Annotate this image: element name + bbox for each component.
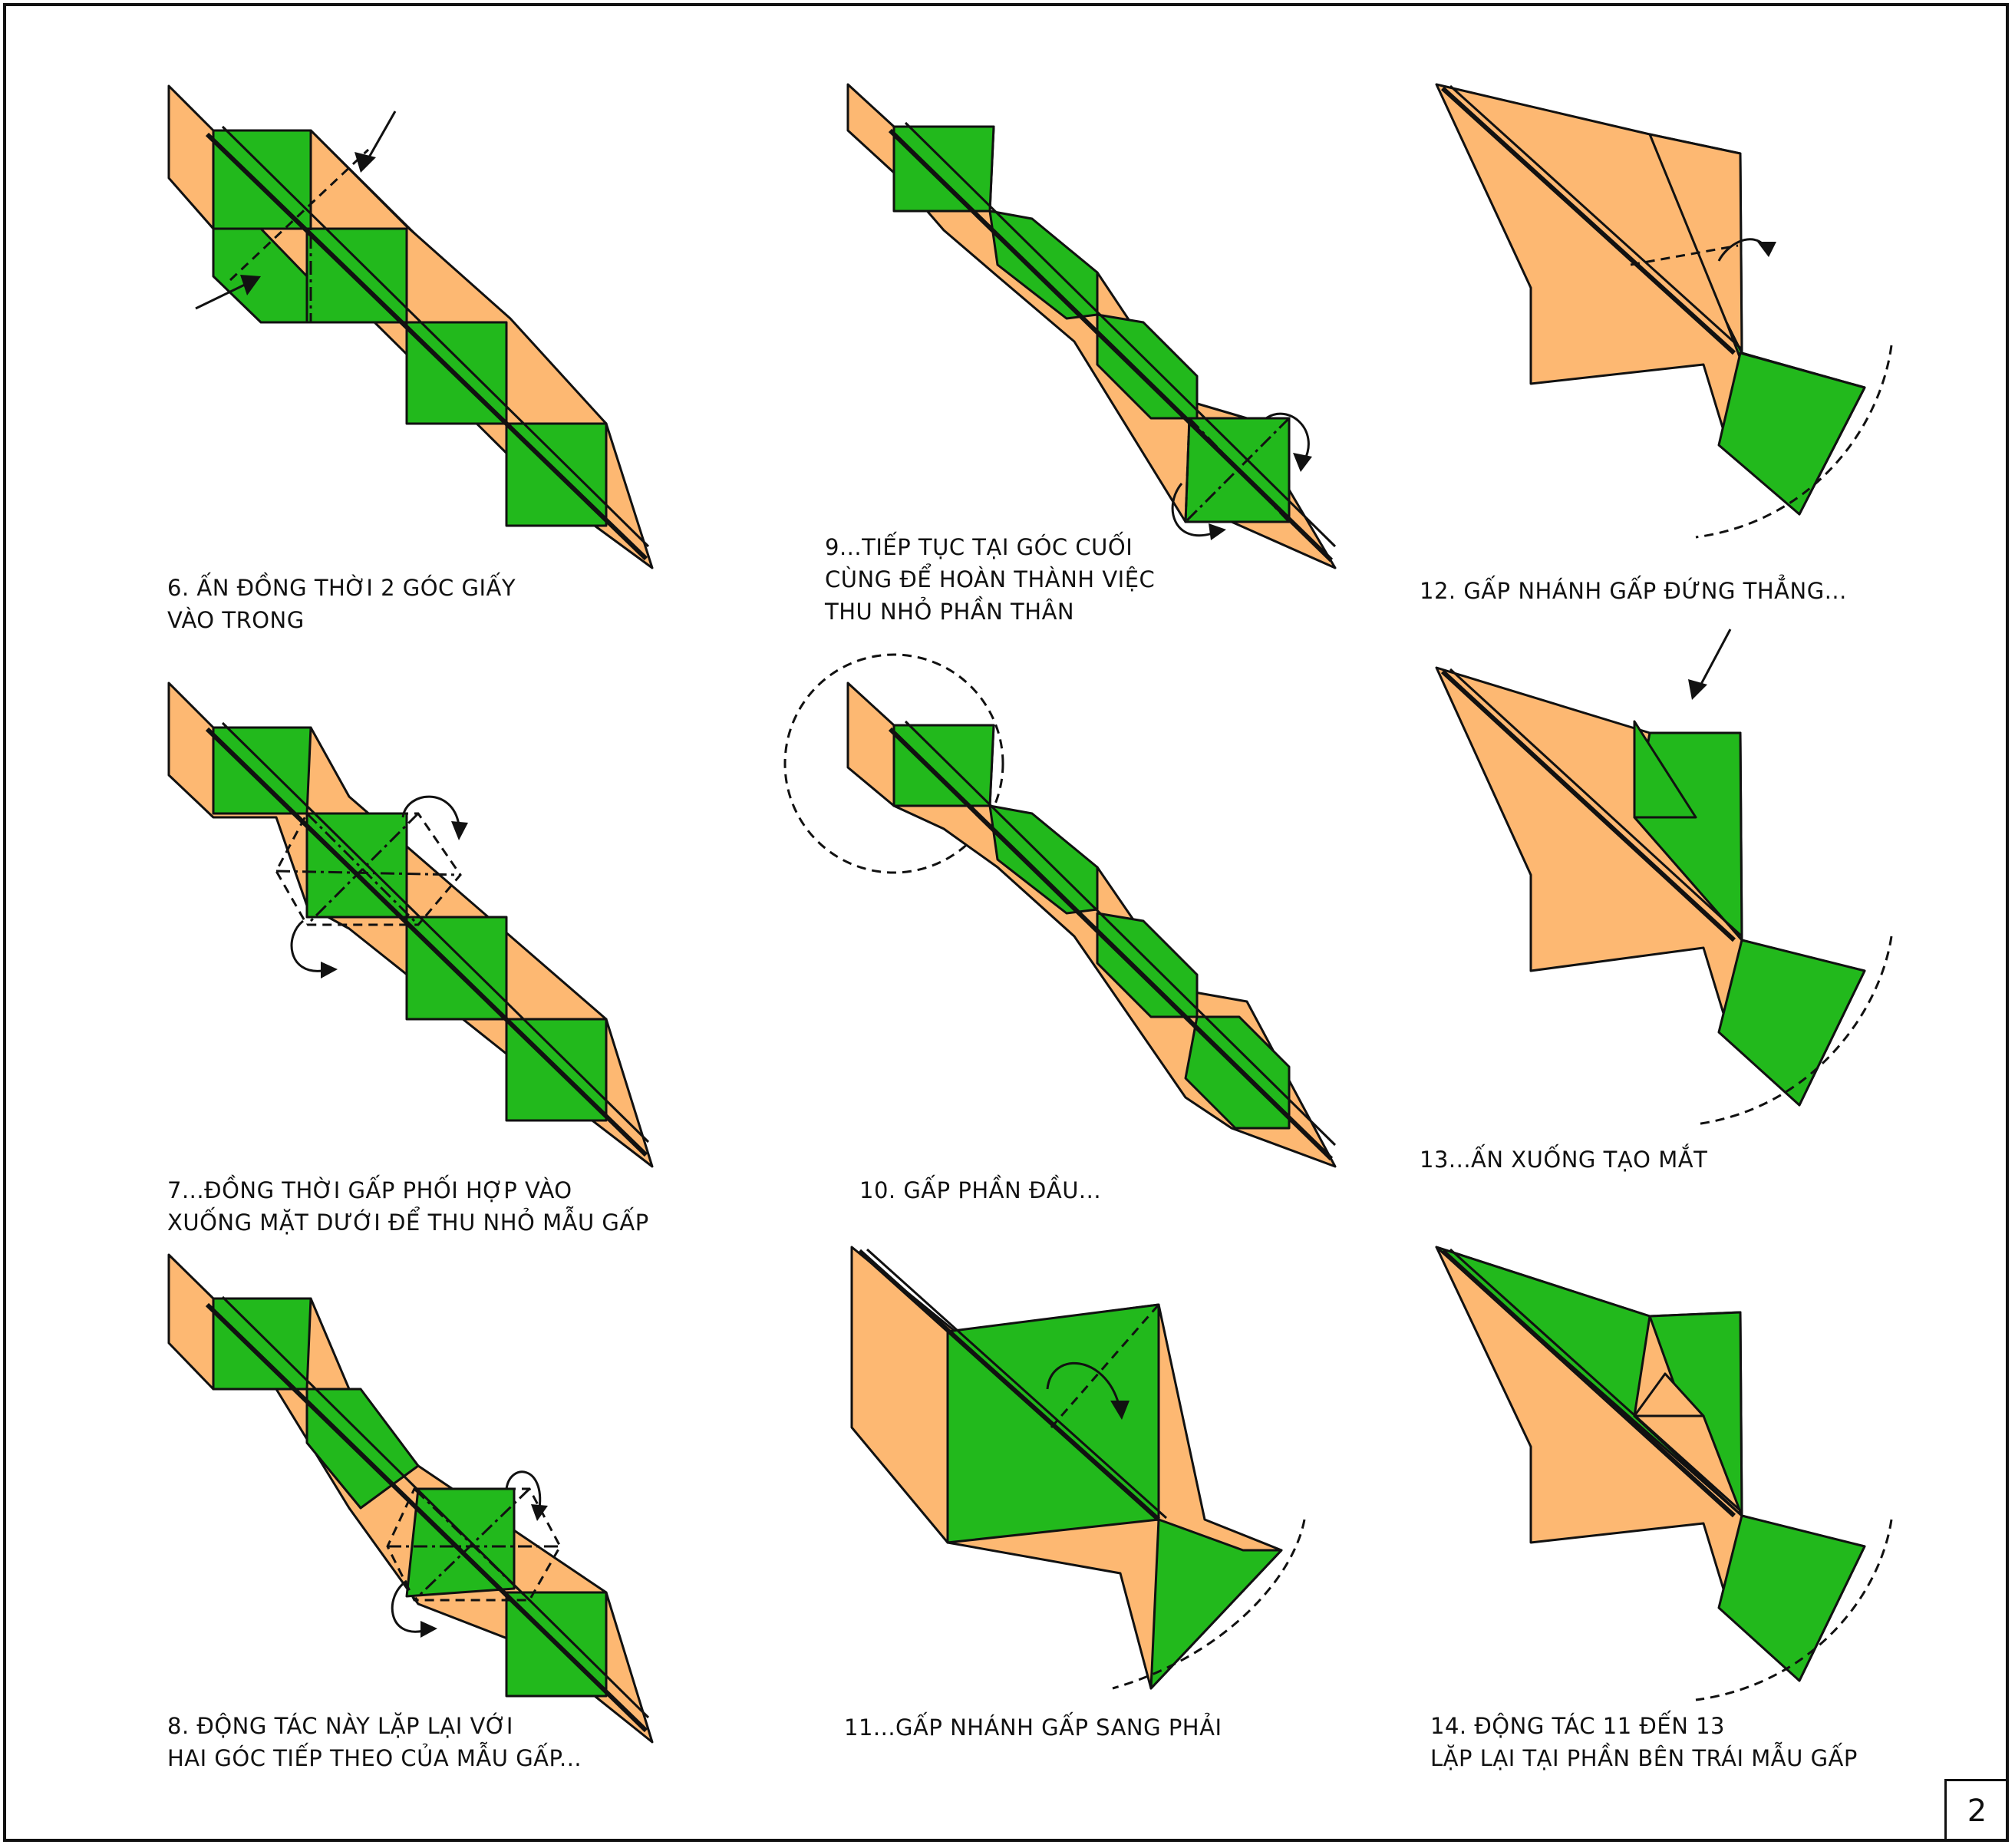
curved-fold-arrow-icon — [1293, 453, 1312, 472]
page-border — [3, 3, 2009, 1842]
step-9-caption: 9...TIẾP TỤC TẠI GÓC CUỐI CÙNG ĐỂ HOÀN T… — [825, 531, 1155, 628]
curved-fold-arrow-icon — [1046, 1361, 1120, 1405]
step-8-caption-line-1: 8. ĐỘNG TÁC NÀY LẶP LẠI VỚI — [167, 1713, 513, 1739]
step-9-caption-line-3: THU NHỎ PHẦN THÂN — [825, 599, 1075, 625]
step-14-caption-line-1: 14. ĐỘNG TÁC 11 ĐẾN 13 — [1430, 1713, 1726, 1739]
step-14-caption: 14. ĐỘNG TÁC 11 ĐẾN 13 LẶP LẠI TẠI PHẦN … — [1430, 1710, 1858, 1774]
step-10-caption: 10. GẤP PHẦN ĐẦU... — [859, 1174, 1101, 1206]
curved-fold-arrow-icon — [420, 1621, 437, 1638]
step-13-caption-line-1: 13...ẤN XUỐNG TẠO MẮT — [1420, 1147, 1708, 1173]
step-11-caption: 11...GẤP NHÁNH GẤP SANG PHẢI — [844, 1711, 1222, 1744]
step-11-caption-line-1: 11...GẤP NHÁNH GẤP SANG PHẢI — [844, 1714, 1222, 1741]
step-6-caption-line-2: VÀO TRONG — [167, 607, 305, 633]
step-12-diagram — [1381, 0, 2003, 583]
curved-fold-arrow-icon — [321, 962, 338, 978]
step-6-caption: 6. ẤN ĐỒNG THỜI 2 GÓC GIẤY VÀO TRONG — [167, 572, 516, 636]
push-arrow-icon — [1698, 629, 1732, 688]
curved-fold-arrow-icon — [401, 795, 460, 826]
step-8-diagram — [0, 1243, 691, 1765]
curved-fold-arrow-icon — [1757, 242, 1776, 257]
curved-fold-arrow-icon — [290, 919, 323, 972]
step-13-diagram — [1381, 629, 2003, 1143]
step-14-caption-line-2: LẶP LẠI TẠI PHẦN BÊN TRÁI MẪU GẤP — [1430, 1745, 1858, 1771]
step-7-caption-line-1: 7...ĐỒNG THỜI GẤP PHỐI HỢP VÀO — [167, 1177, 572, 1203]
curved-fold-arrow-icon — [531, 1504, 548, 1521]
step-13-caption: 13...ẤN XUỐNG TẠO MẮT — [1420, 1143, 1707, 1176]
curved-fold-arrow-icon — [451, 821, 468, 840]
step-14-diagram — [1381, 1228, 2003, 1719]
step-6-caption-line-1: 6. ẤN ĐỒNG THỜI 2 GÓC GIẤY — [167, 575, 516, 601]
push-arrow-icon — [240, 275, 261, 295]
push-arrow-icon — [1688, 679, 1707, 700]
step-9-caption-line-2: CÙNG ĐỂ HOÀN THÀNH VIỆC — [825, 566, 1156, 592]
step-6-diagram — [0, 0, 691, 583]
step-8-caption: 8. ĐỘNG TÁC NÀY LẶP LẠI VỚI HAI GÓC TIẾP… — [167, 1710, 582, 1774]
step-8-caption-line-2: HAI GÓC TIẾP THEO CỦA MẪU GẤP... — [167, 1745, 582, 1771]
step-12-caption: 12. GẤP NHÁNH GẤP ĐỨNG THẲNG... — [1420, 575, 1847, 607]
curved-fold-arrow-icon — [1171, 483, 1213, 536]
page-number: 2 — [1944, 1779, 2007, 1840]
step-9-diagram — [767, 0, 1381, 583]
push-arrow-icon — [195, 281, 250, 310]
step-11-diagram — [767, 1228, 1381, 1734]
step-10-diagram — [767, 637, 1381, 1174]
push-arrow-icon — [355, 152, 376, 173]
step-7-caption-line-2: XUỐNG MẶT DƯỚI ĐỂ THU NHỎ MẪU GẤP — [167, 1209, 649, 1236]
step-7-caption: 7...ĐỒNG THỜI GẤP PHỐI HỢP VÀO XUỐNG MẶT… — [167, 1174, 649, 1239]
push-arrow-icon — [365, 111, 397, 162]
step-10-caption-line-1: 10. GẤP PHẦN ĐẦU... — [859, 1177, 1102, 1203]
step-7-diagram — [0, 660, 691, 1182]
curved-fold-arrow-icon — [1265, 412, 1310, 461]
step-9-caption-line-1: 9...TIẾP TỤC TẠI GÓC CUỐI — [825, 534, 1133, 560]
step-12-caption-line-1: 12. GẤP NHÁNH GẤP ĐỨNG THẲNG... — [1420, 578, 1847, 604]
curved-fold-arrow-icon — [391, 1579, 424, 1633]
curved-fold-arrow-icon — [1110, 1401, 1130, 1420]
curved-fold-arrow-icon — [1209, 523, 1226, 540]
curved-fold-arrow-icon — [505, 1470, 542, 1509]
